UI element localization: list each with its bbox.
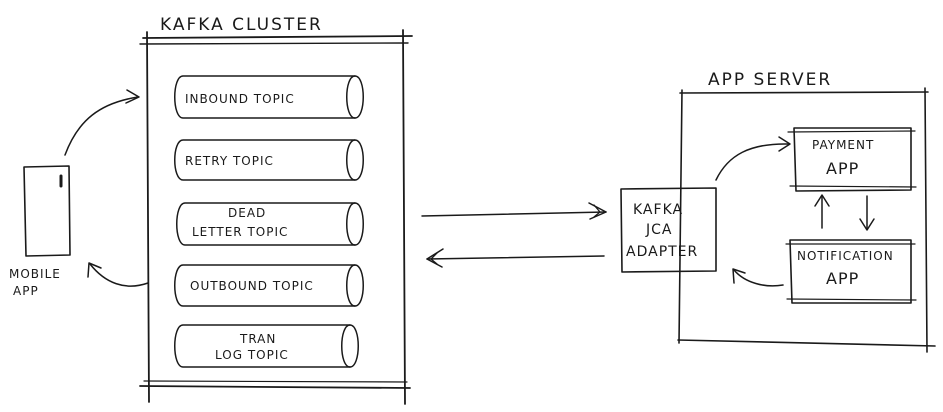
notification-app-label-2: APP [826,269,859,288]
kafka-cluster-frame [139,29,413,405]
notification-app: NOTIFICATION APP [785,239,917,304]
payment-app: PAYMENT APP [787,127,917,192]
topic-dead-letter: DEAD LETTER TOPIC [176,202,364,246]
adapter-label-1: KAFKA [633,202,683,218]
kafka-cluster: KAFKA CLUSTER INBOUND TOPIC RETRY TOPIC … [139,15,413,405]
arrow-mobile-to-inbound [64,89,140,156]
arrow-adapter-to-payment [715,136,791,181]
mobile-app-label-1: MOBILE [9,267,61,281]
mobile-app-label-2: APP [13,284,39,298]
mobile-app: MOBILE APP [9,165,71,298]
notification-app-label-1: NOTIFICATION [797,249,894,263]
topic-dead-letter-label-1: DEAD [228,206,266,220]
topic-retry: RETRY TOPIC [174,139,364,181]
topic-outbound: OUTBOUND TOPIC [174,264,364,307]
app-server: APP SERVER KAFKA JCA ADAPTER PAYMENT APP [620,70,936,353]
arrow-notification-to-payment [814,194,830,229]
topic-inbound: INBOUND TOPIC [174,75,364,119]
topic-tran-log-label-1: TRAN [239,332,276,346]
topic-tran-log: TRAN LOG TOPIC [174,324,359,368]
app-server-title: APP SERVER [708,70,832,90]
topic-dead-letter-label-2: LETTER TOPIC [192,225,288,239]
app-server-frame [677,87,936,353]
topic-outbound-label: OUTBOUND TOPIC [190,279,314,293]
topic-tran-log-label-2: LOG TOPIC [215,348,289,362]
payment-app-label-2: APP [826,159,859,178]
topic-inbound-label: INBOUND TOPIC [185,92,295,106]
kafka-jca-adapter: KAFKA JCA ADAPTER [620,187,717,273]
arrow-adapter-to-cluster [426,248,605,268]
arrow-cluster-to-adapter [421,202,607,220]
topic-retry-label: RETRY TOPIC [185,154,274,168]
kafka-cluster-title: KAFKA CLUSTER [160,15,323,35]
arrow-notification-to-adapter [732,268,784,287]
adapter-label-3: ADAPTER [626,244,698,260]
arrow-outbound-to-mobile [87,262,149,287]
arrow-payment-to-notification [859,195,875,231]
payment-app-label-1: PAYMENT [812,138,874,152]
mobile-phone-icon [23,165,71,257]
adapter-label-2: JCA [645,222,672,238]
